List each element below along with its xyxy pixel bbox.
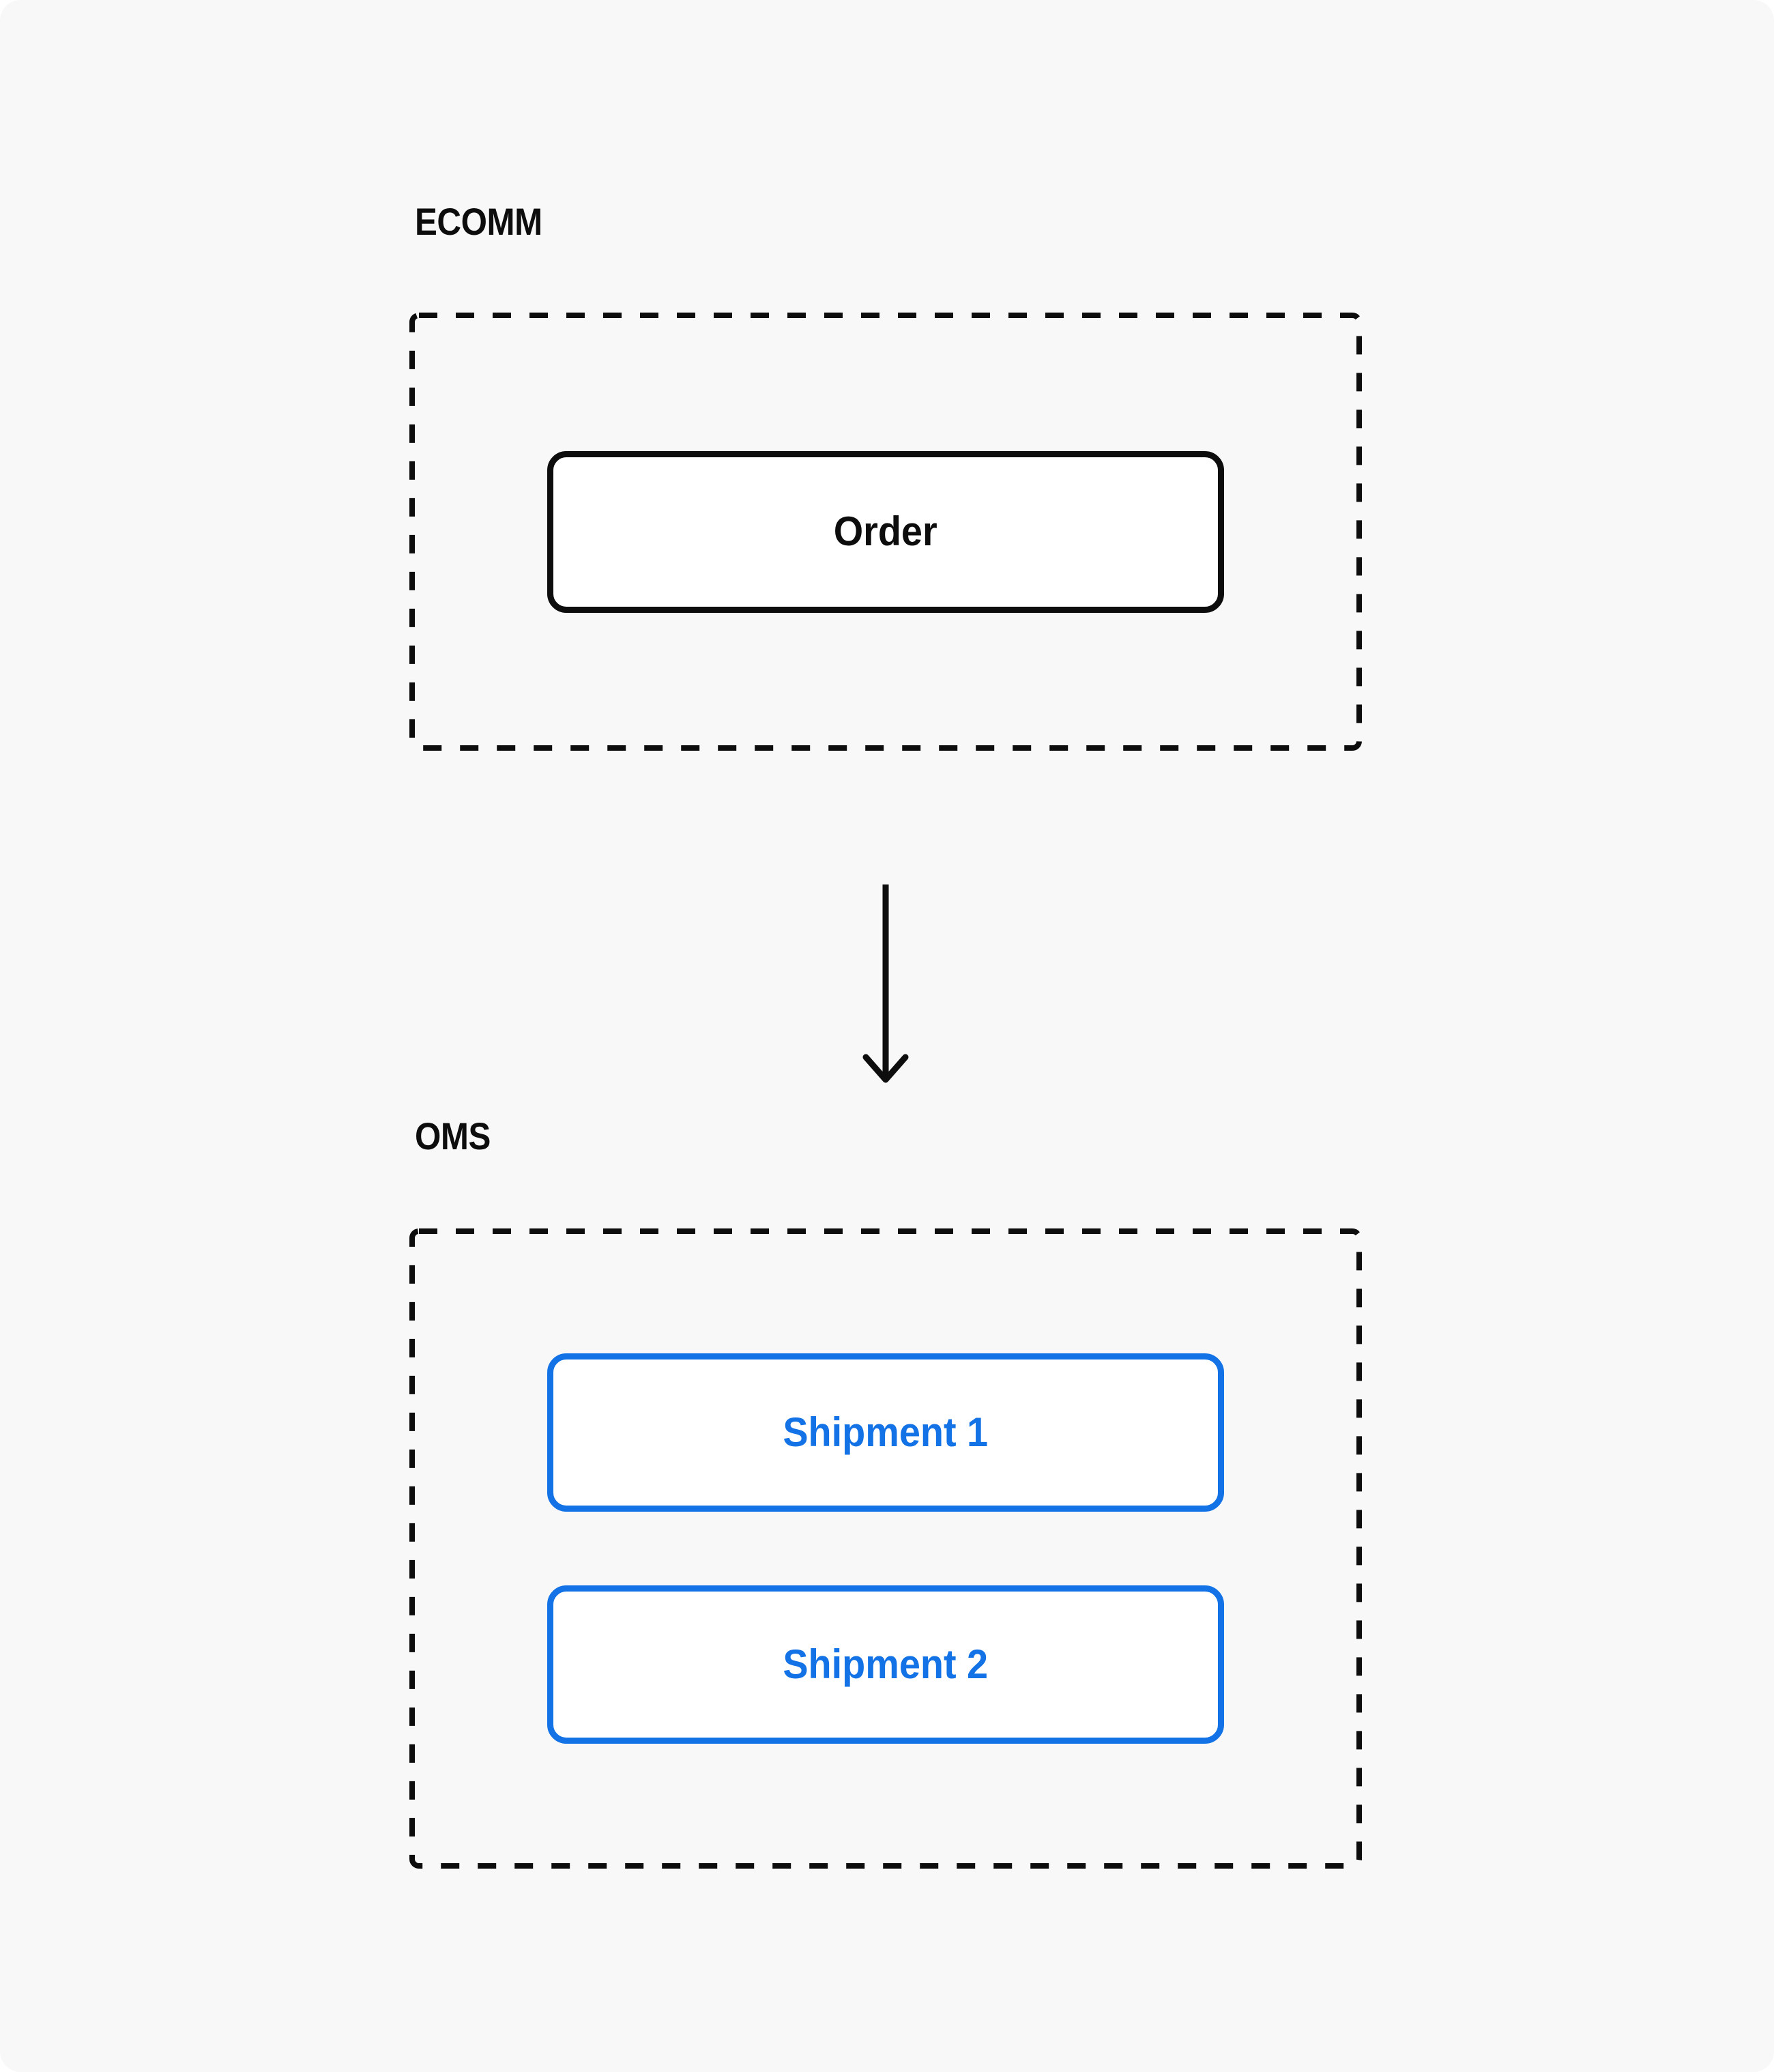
order-node: Order — [547, 450, 1224, 613]
shipment-2-node: Shipment 2 — [547, 1585, 1224, 1744]
ecomm-group-label: ECOMM — [415, 200, 542, 243]
shipments-stack: Shipment 1 Shipment 2 — [547, 1353, 1224, 1744]
shipment-2-node-label: Shipment 2 — [783, 1641, 989, 1687]
oms-group-box: Shipment 1 Shipment 2 — [409, 1228, 1362, 1869]
ecomm-group-box: Order — [409, 313, 1362, 751]
down-arrow-connector — [862, 884, 909, 1083]
order-node-label: Order — [834, 508, 937, 554]
shipment-1-node-label: Shipment 1 — [783, 1409, 989, 1455]
shipment-1-node: Shipment 1 — [547, 1353, 1224, 1512]
arrow-head — [862, 1054, 909, 1083]
oms-group-label: OMS — [415, 1114, 491, 1157]
